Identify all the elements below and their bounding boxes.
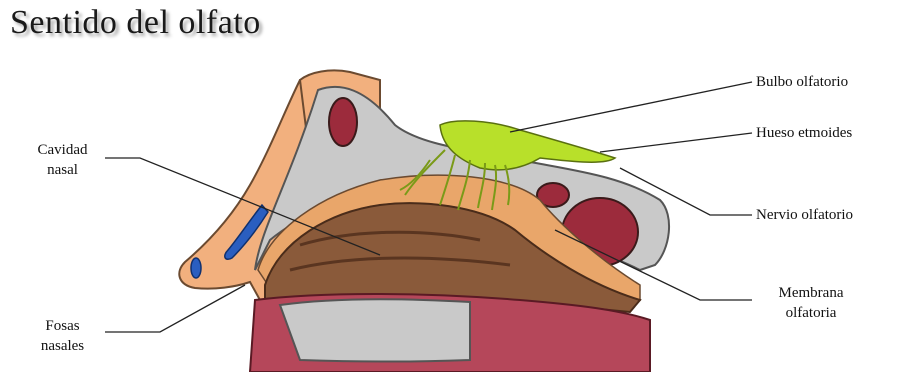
frontal-sinus xyxy=(329,98,357,146)
label-cavidad-line1: Cavidad xyxy=(20,140,105,160)
label-fosas-nasales: Fosas nasales xyxy=(20,316,105,356)
palate-bone xyxy=(280,299,470,361)
label-membrana-line2: olfatoria xyxy=(756,303,866,323)
label-nervio-olfatorio: Nervio olfatorio xyxy=(756,205,853,225)
label-membrana-olfatoria: Membrana olfatoria xyxy=(756,283,866,323)
label-hueso-etmoides: Hueso etmoides xyxy=(756,123,852,143)
label-membrana-line1: Membrana xyxy=(756,283,866,303)
label-fosas-line1: Fosas xyxy=(20,316,105,336)
leader-fosas xyxy=(105,285,245,332)
leader-hueso xyxy=(600,133,752,152)
leader-bulbo xyxy=(510,82,752,132)
label-cavidad-nasal: Cavidad nasal xyxy=(20,140,105,180)
label-fosas-line2: nasales xyxy=(20,336,105,356)
nostril-cartilage xyxy=(191,258,201,278)
label-cavidad-line2: nasal xyxy=(20,160,105,180)
label-bulbo-olfatorio: Bulbo olfatorio xyxy=(756,72,848,92)
